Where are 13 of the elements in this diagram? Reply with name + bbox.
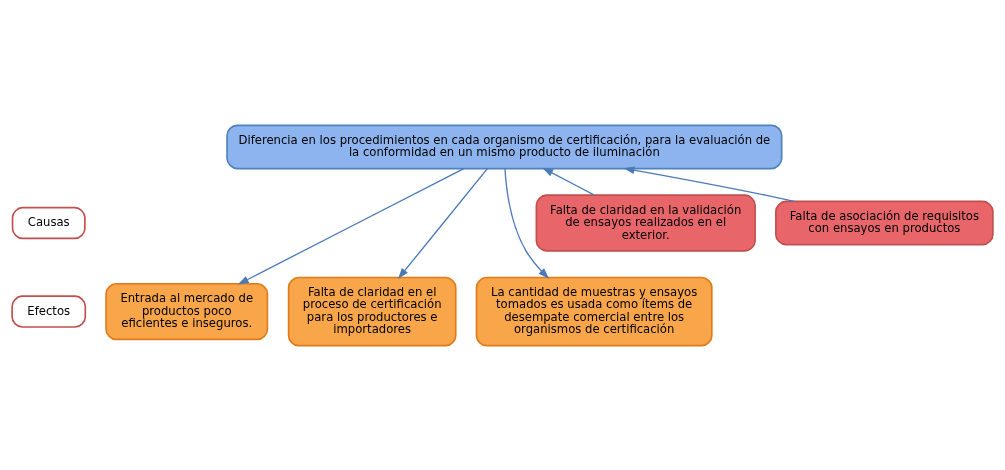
node-box: Falta de claridad en el proceso de certificación para los productores e importadores (287, 276, 457, 346)
node-box: La cantidad de muestras y ensayos tomados es usada como ítems de desempate comercial entre los organismos de certificación (475, 276, 713, 346)
node-box: Entrada al mercado de productos poco eficientes e inseguros. (105, 282, 269, 340)
node-box: Falta de claridad en la validación de ensayos realizados en el exterior. (535, 193, 756, 252)
arrow (504, 167, 550, 279)
node-box: Diferencia en los procedimientos en cada organismo de certificación, para la evaluación de la conformidad en un mismo producto de iluminación (226, 124, 783, 169)
arrow (237, 167, 465, 285)
node-box: Falta de asociación de requisitos con ensayos en productos (775, 200, 994, 245)
arrow (623, 165, 796, 202)
node-box: Causas (11, 206, 86, 239)
arrow (397, 167, 489, 279)
arrow (542, 167, 595, 196)
node-box: Efectos (11, 294, 87, 328)
